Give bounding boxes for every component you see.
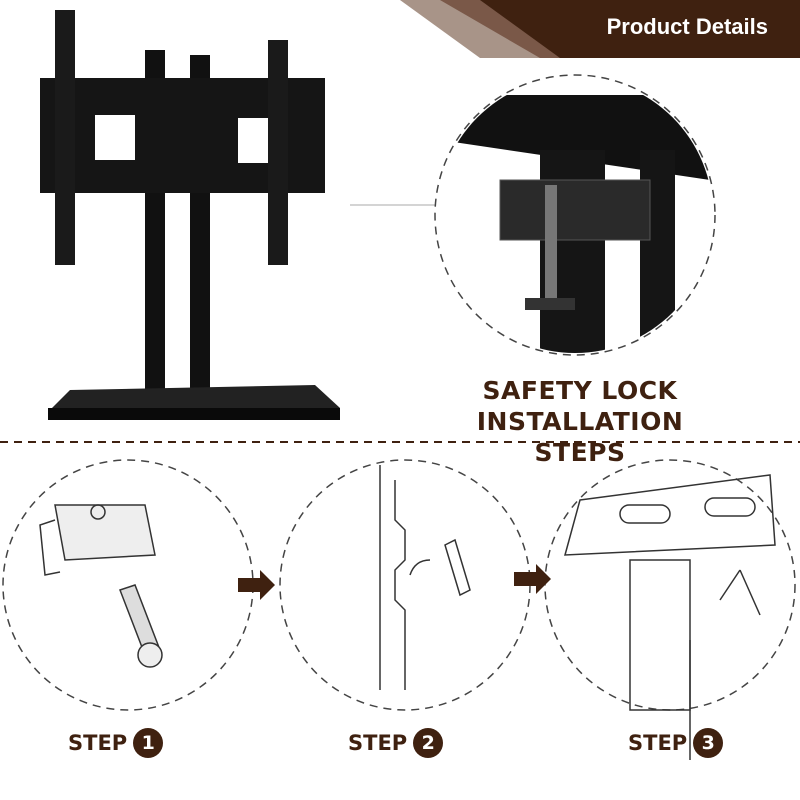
- step-1-label: STEP 1: [68, 728, 164, 758]
- step-3-circle: [544, 459, 796, 711]
- caption-line-2: INSTALLATION STEPS: [476, 407, 684, 467]
- step-1-drawing: [39, 504, 163, 668]
- step-number-badge: 3: [693, 728, 724, 758]
- step-number-badge: 1: [133, 728, 164, 758]
- step-2-drawing: [379, 465, 471, 690]
- arrow-right-icon: [514, 564, 551, 594]
- step-text: STEP: [348, 731, 408, 755]
- arrow-right-icon: [238, 570, 275, 600]
- header-band-dark: [480, 0, 800, 58]
- step-1-circle: [2, 459, 254, 711]
- step-3-label: STEP 3: [628, 728, 724, 758]
- step-3-drawing: [564, 474, 776, 760]
- tv-stand-image: [40, 10, 340, 420]
- step-number-badge: 2: [413, 728, 444, 758]
- step-2-label: STEP 2: [348, 728, 444, 758]
- step-text: STEP: [628, 731, 688, 755]
- caption-line-1: SAFETY LOCK: [482, 376, 678, 405]
- safety-lock-closeup: [440, 95, 710, 353]
- section-caption: SAFETY LOCK INSTALLATION STEPS: [430, 375, 730, 468]
- header-title: Product Details: [606, 14, 768, 39]
- step-text: STEP: [68, 731, 128, 755]
